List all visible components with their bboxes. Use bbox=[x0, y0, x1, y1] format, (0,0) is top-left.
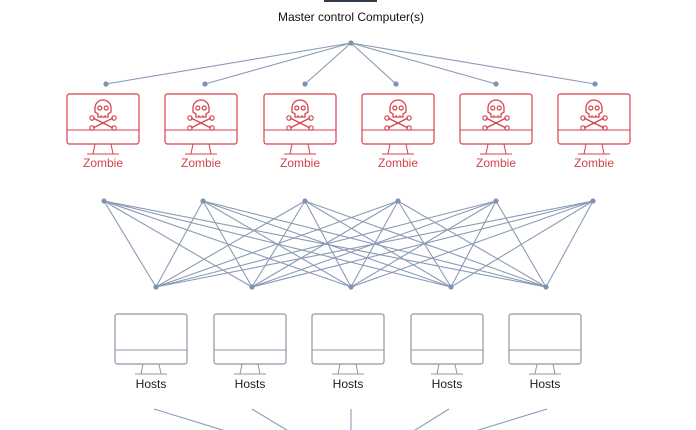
master-edges bbox=[105, 42, 596, 85]
master-edge bbox=[350, 42, 397, 85]
zombie-computer: Zombie bbox=[459, 93, 533, 170]
mesh-edge bbox=[155, 200, 497, 288]
zombie-computer: Zombie bbox=[66, 93, 140, 170]
monitor-icon bbox=[410, 313, 484, 375]
mesh-edge bbox=[103, 200, 157, 288]
zombie-label: Zombie bbox=[181, 156, 221, 170]
host-computer: Hosts bbox=[213, 313, 287, 391]
host-computer: Hosts bbox=[311, 313, 385, 391]
skull-crossbones-monitor-icon bbox=[164, 93, 238, 155]
mesh-top-node bbox=[493, 198, 499, 204]
mesh-edge bbox=[155, 200, 204, 288]
mesh-edge bbox=[304, 200, 452, 288]
monitor-icon bbox=[114, 313, 188, 375]
mesh-top-node bbox=[101, 198, 107, 204]
mesh-edge bbox=[202, 200, 253, 288]
host-label: Hosts bbox=[432, 377, 463, 391]
zombie-node bbox=[202, 81, 208, 87]
master-edge bbox=[350, 42, 596, 85]
host-computer: Hosts bbox=[508, 313, 582, 391]
master-edge bbox=[105, 42, 352, 85]
skull-crossbones-monitor-icon bbox=[263, 93, 337, 155]
mesh-top-node bbox=[590, 198, 596, 204]
mesh-bottom-node bbox=[543, 284, 549, 290]
mesh-top-node bbox=[302, 198, 308, 204]
host-edge bbox=[414, 408, 450, 430]
bottom-edges bbox=[153, 408, 548, 430]
mesh-edge bbox=[304, 200, 547, 288]
monitor-icon bbox=[508, 313, 582, 375]
mesh-edges bbox=[103, 200, 594, 288]
master-label: Master control Computer(s) bbox=[278, 10, 424, 24]
monitor-icon bbox=[213, 313, 287, 375]
host-label: Hosts bbox=[136, 377, 167, 391]
skull-crossbones-monitor-icon bbox=[361, 93, 435, 155]
zombie-computer: Zombie bbox=[164, 93, 238, 170]
zombie-computer: Zombie bbox=[361, 93, 435, 170]
master-edge bbox=[304, 42, 352, 85]
mesh-top-node bbox=[200, 198, 206, 204]
host-computer: Hosts bbox=[410, 313, 484, 391]
mesh-top-node bbox=[395, 198, 401, 204]
skull-crossbones-monitor-icon bbox=[557, 93, 631, 155]
mesh-edge bbox=[450, 200, 594, 288]
master-edge bbox=[204, 42, 352, 85]
mesh-edge bbox=[350, 200, 594, 288]
zombie-node bbox=[592, 81, 598, 87]
host-edge bbox=[153, 408, 225, 430]
mesh-bottom-node bbox=[153, 284, 159, 290]
mesh-edge bbox=[155, 200, 399, 288]
mesh-edge bbox=[155, 200, 306, 288]
zombie-node bbox=[103, 81, 109, 87]
mesh-bottom-node bbox=[249, 284, 255, 290]
master-edge bbox=[350, 42, 497, 85]
zombie-label: Zombie bbox=[280, 156, 320, 170]
zombie-node bbox=[393, 81, 399, 87]
host-edge bbox=[251, 408, 288, 430]
skull-crossbones-monitor-icon bbox=[459, 93, 533, 155]
zombie-label: Zombie bbox=[378, 156, 418, 170]
monitor-icon bbox=[311, 313, 385, 375]
zombie-row: Zombie Zombie Zombie Zombie Zombie Zombie bbox=[66, 93, 631, 170]
zombie-label: Zombie bbox=[574, 156, 614, 170]
mesh-bottom-node bbox=[448, 284, 454, 290]
host-computer: Hosts bbox=[114, 313, 188, 391]
host-edge bbox=[476, 408, 548, 430]
mesh-edge bbox=[545, 200, 594, 288]
zombie-computer: Zombie bbox=[557, 93, 631, 170]
host-row: Hosts Hosts Hosts Hosts Hosts bbox=[114, 313, 582, 391]
zombie-computer: Zombie bbox=[263, 93, 337, 170]
mesh-edge bbox=[251, 200, 594, 288]
host-label: Hosts bbox=[530, 377, 561, 391]
node-dots bbox=[101, 40, 598, 290]
skull-crossbones-monitor-icon bbox=[66, 93, 140, 155]
zombie-label: Zombie bbox=[83, 156, 123, 170]
host-label: Hosts bbox=[333, 377, 364, 391]
master-node bbox=[348, 40, 354, 46]
zombie-node bbox=[302, 81, 308, 87]
zombie-node bbox=[493, 81, 499, 87]
host-label: Hosts bbox=[235, 377, 266, 391]
zombie-label: Zombie bbox=[476, 156, 516, 170]
mesh-bottom-node bbox=[348, 284, 354, 290]
mesh-edge bbox=[155, 200, 594, 288]
